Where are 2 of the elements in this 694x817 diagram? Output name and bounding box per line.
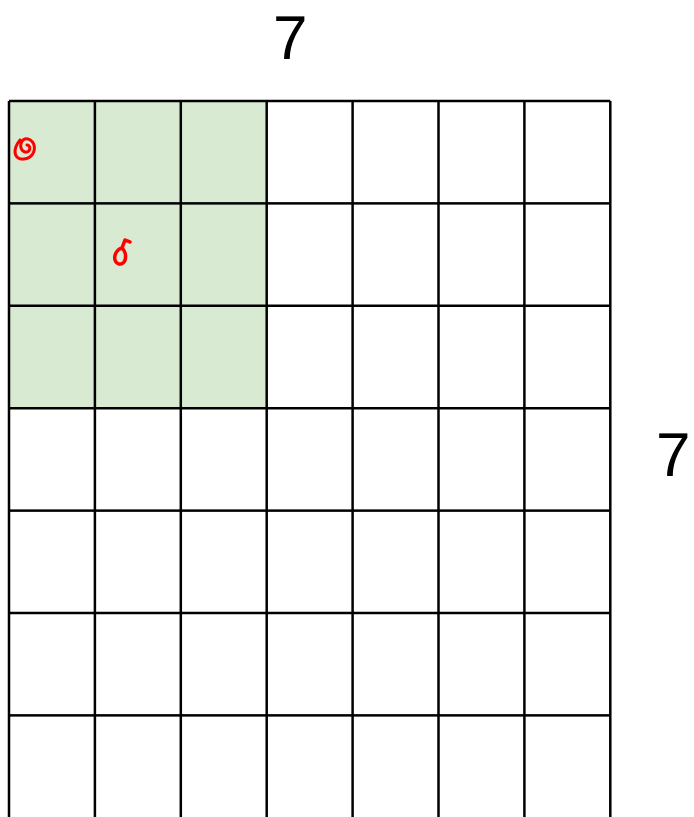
row-count-label: 7 (656, 425, 690, 487)
column-count-label: 7 (273, 8, 308, 70)
